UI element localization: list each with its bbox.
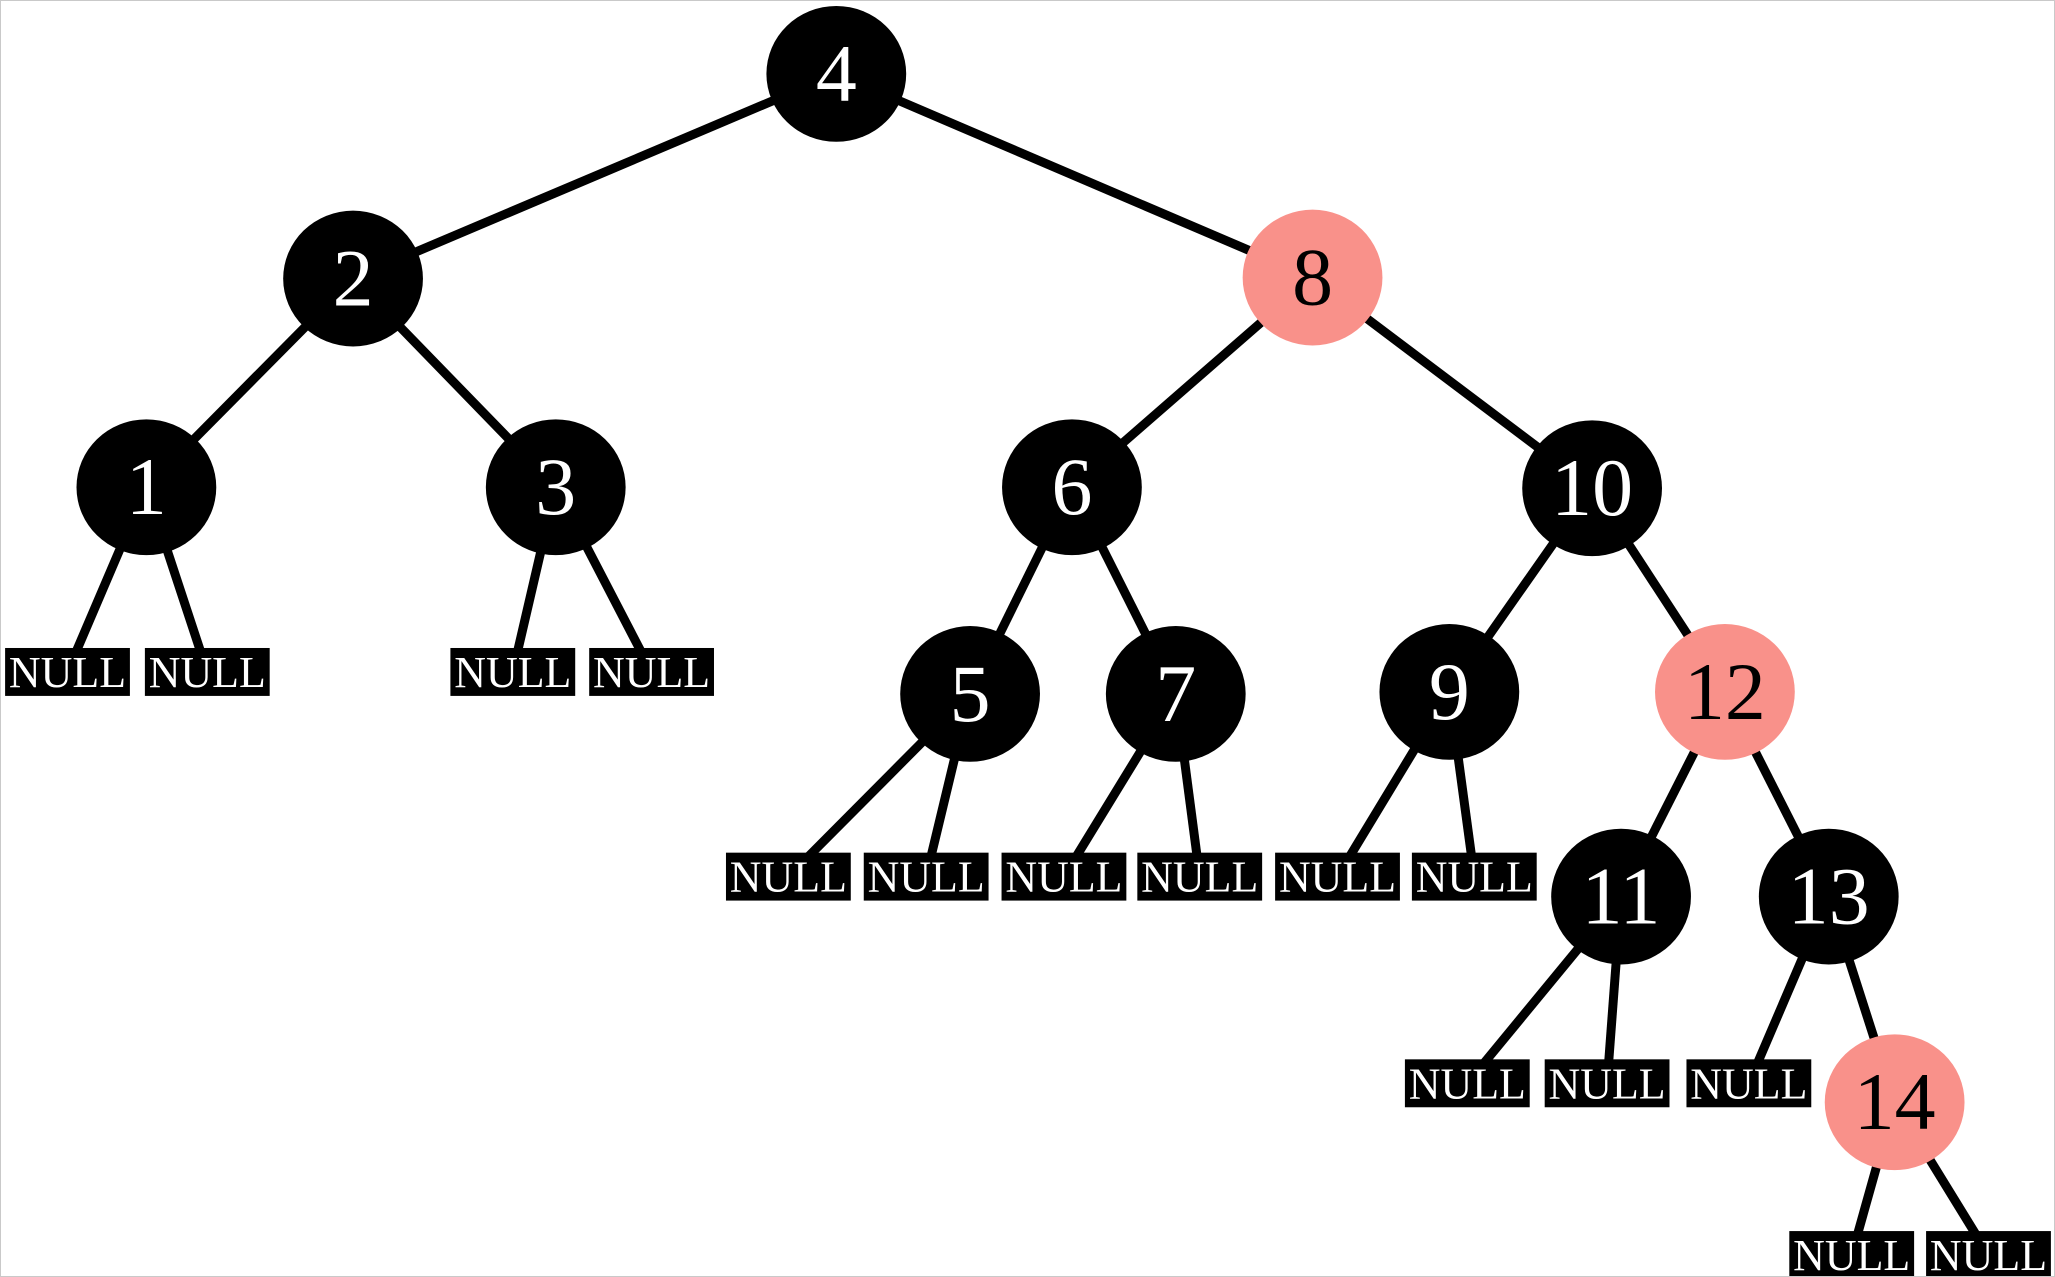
null-leaf-1-right: NULL (144, 647, 270, 697)
null-label: NULL (454, 648, 571, 697)
tree-node-11: 11 (1551, 828, 1691, 965)
null-box (589, 647, 714, 696)
tree-node-8: 8 (1242, 209, 1383, 346)
null-leaf-7-left: NULL (1001, 852, 1127, 902)
null-leaf-7-right: NULL (1137, 852, 1263, 902)
null-box (1275, 852, 1400, 901)
null-box (450, 647, 576, 696)
null-label: NULL (1930, 1231, 2047, 1276)
black-node-circle (1758, 828, 1899, 965)
null-box (1686, 1059, 1812, 1108)
null-leaf-14-right: NULL (1926, 1231, 2051, 1276)
null-box (1404, 1059, 1530, 1108)
tree-node-3: 3 (485, 419, 626, 556)
null-leaf-5-left: NULL (725, 852, 851, 902)
null-label: NULL (1279, 853, 1396, 902)
tree-node-5: 5 (900, 626, 1040, 762)
null-leaf-5-right: NULL (863, 852, 989, 902)
node-value-label: 12 (1684, 646, 1766, 737)
black-node-circle (766, 5, 907, 142)
node-value-label: 6 (1051, 441, 1092, 532)
black-node-circle (485, 419, 626, 556)
null-leaf-1-left: NULL (5, 648, 130, 697)
tree-node-14: 14 (1824, 1034, 1965, 1171)
node-value-label: 7 (1155, 648, 1196, 739)
node-value-label: 10 (1551, 442, 1633, 533)
tree-node-2: 2 (283, 210, 423, 347)
null-leaf-9-left: NULL (1275, 853, 1400, 902)
null-label: NULL (868, 853, 985, 902)
null-label: NULL (1416, 853, 1533, 902)
null-box (863, 852, 989, 901)
tree-node-6: 6 (1002, 419, 1142, 556)
null-label: NULL (730, 853, 847, 902)
edge-4-2 (351, 69, 839, 283)
node-value-label: 3 (535, 441, 576, 532)
null-leaves-layer: NULL NULL NULL NULL NULL NULL NULL NULL NULL NULL… (5, 648, 2051, 1276)
node-value-label: 5 (950, 648, 991, 739)
red-node-circle (1655, 624, 1795, 760)
null-box (1137, 852, 1263, 901)
null-leaf-14-left: NULL (1789, 1231, 1915, 1276)
node-value-label: 1 (126, 441, 167, 532)
black-node-circle (1002, 419, 1142, 556)
null-leaf-9-right: NULL (1411, 852, 1537, 902)
null-leaf-11-right: NULL (1544, 1059, 1670, 1108)
null-box (5, 647, 130, 696)
null-box (144, 647, 270, 696)
node-value-label: 4 (816, 28, 857, 119)
null-leaf-3-right: NULL (589, 648, 714, 697)
null-leaf-11-left: NULL (1404, 1059, 1530, 1108)
null-label: NULL (149, 648, 266, 697)
null-box (1001, 852, 1127, 901)
null-label: NULL (1690, 1059, 1807, 1108)
node-value-label: 2 (333, 233, 374, 324)
null-box (1926, 1231, 2051, 1276)
black-node-circle (900, 626, 1040, 762)
null-label: NULL (1141, 853, 1258, 902)
red-node-circle (1242, 209, 1383, 346)
null-box (725, 852, 851, 901)
null-box (1544, 1059, 1670, 1108)
null-box (1411, 852, 1537, 901)
tree-node-12: 12 (1655, 624, 1795, 760)
null-leaf-13-left: NULL (1686, 1059, 1812, 1108)
tree-node-7: 7 (1105, 626, 1246, 762)
null-label: NULL (1793, 1231, 1910, 1276)
node-value-label: 11 (1582, 851, 1661, 942)
tree-node-9: 9 (1379, 624, 1520, 760)
null-leaf-3-left: NULL (450, 647, 576, 697)
null-box (1789, 1231, 1915, 1276)
null-label: NULL (9, 648, 126, 697)
node-value-label: 8 (1292, 232, 1333, 323)
node-value-label: 13 (1788, 851, 1870, 942)
null-label: NULL (1409, 1059, 1526, 1108)
tree-node-1: 1 (76, 419, 217, 556)
black-node-circle (1379, 624, 1520, 760)
black-node-circle (1551, 828, 1691, 965)
null-label: NULL (1549, 1059, 1666, 1108)
edge-4-8 (834, 69, 1315, 282)
black-node-circle (76, 419, 217, 556)
tree-node-13: 13 (1758, 828, 1899, 965)
node-value-label: 14 (1854, 1056, 1936, 1147)
null-label: NULL (1005, 853, 1122, 902)
black-node-circle (283, 210, 423, 347)
tree-node-4: 4 (766, 5, 907, 142)
node-value-label: 9 (1429, 646, 1470, 737)
black-node-circle (1522, 420, 1663, 557)
red-node-circle (1824, 1034, 1965, 1171)
black-node-circle (1105, 626, 1246, 762)
tree-node-10: 10 (1522, 420, 1663, 557)
null-label: NULL (593, 648, 710, 697)
